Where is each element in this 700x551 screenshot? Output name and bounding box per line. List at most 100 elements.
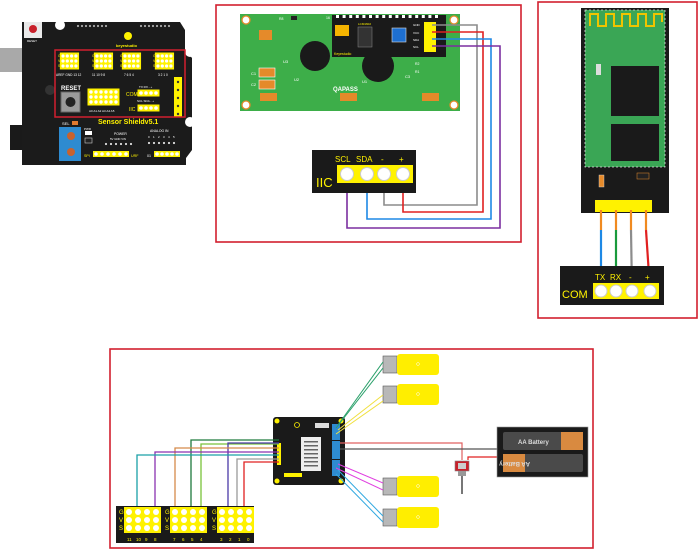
pad — [260, 93, 277, 101]
analog-header-pin — [109, 95, 113, 99]
driver-mount-hole — [274, 478, 280, 484]
gear-motor — [382, 507, 439, 528]
power-label: POWER — [114, 132, 127, 136]
bt-pin — [170, 152, 174, 156]
toggle-switch[interactable] — [454, 460, 470, 494]
motor-driver — [273, 417, 345, 485]
analog-header-pin — [104, 90, 108, 94]
spi-row — [93, 151, 129, 157]
iic-pin-socket — [396, 167, 410, 181]
lcd-pin-sda: SDA — [413, 38, 419, 42]
shield-header-3-pin — [160, 54, 164, 58]
analog-pin-label: 5 — [173, 135, 175, 139]
shield-header-1-pin — [104, 59, 108, 63]
motors — [382, 354, 439, 528]
analog-pin — [162, 141, 166, 145]
gvs-label: G — [165, 510, 170, 516]
bottom-header-pin — [237, 517, 243, 523]
lcd-frame — [215, 4, 522, 243]
heatsink-fin — [304, 449, 318, 451]
mount-hole — [185, 47, 195, 57]
com-pin-rx: RX — [610, 273, 622, 282]
power-pins-label: 5V GND VIN — [110, 137, 126, 141]
shield-header-3-pin — [165, 54, 169, 58]
analog-in-label: ANALOG IN — [150, 129, 169, 133]
lcd-pin — [415, 15, 419, 18]
power-pin — [129, 142, 133, 146]
label-c2: C2 — [251, 82, 257, 87]
motor-gearbox — [397, 384, 439, 405]
iic-shield-bg — [137, 104, 160, 112]
adapter-header — [424, 22, 436, 52]
sel-jumper[interactable] — [72, 121, 78, 125]
battery-cell-2-terminal — [503, 454, 525, 472]
bt-header-bg — [595, 200, 652, 212]
sel-label: SEL — [62, 121, 70, 126]
shield-header-1-pin — [99, 64, 103, 68]
com-pin-tx: TX — [595, 273, 606, 282]
label-c1: C1 — [251, 71, 257, 76]
power-terminal — [332, 441, 340, 459]
bottom-header-pin — [228, 525, 234, 531]
lcd-module: R8 U3 C1 C2 U2 U1 C3 R2 R1 QAPASS LCM160… — [240, 14, 460, 111]
reset-small-label: RESET — [27, 39, 37, 43]
lcd-pin — [342, 15, 346, 18]
power-pin — [114, 142, 118, 146]
power-pin — [109, 142, 113, 146]
lcd-mount-hole — [241, 15, 251, 25]
bt-pin — [155, 152, 159, 156]
iic-shield-pin — [144, 106, 148, 110]
analog-header-pin — [89, 95, 93, 99]
wire-scl — [346, 45, 501, 229]
shield-header-2-pin — [127, 59, 131, 63]
bottom-header-pin — [219, 525, 225, 531]
bottom-header-pin — [237, 509, 243, 515]
shield-header-3-pin — [165, 64, 169, 68]
driver-input-header — [277, 443, 281, 465]
com-pin — [154, 91, 158, 95]
gvs-label: S — [165, 526, 169, 532]
label-r2: R2 — [415, 62, 420, 66]
com-port — [137, 89, 160, 97]
bottom-pin-label: 8 — [154, 537, 157, 542]
chip-blob-u2 — [300, 41, 330, 71]
bottom-pin-label: 7 — [173, 537, 176, 542]
com-pin-socket — [625, 284, 639, 298]
shield-header-3-pin — [156, 54, 160, 58]
shield-header-1-pin — [95, 59, 99, 63]
analog-pin — [167, 141, 171, 145]
shield-title: Sensor Shieldv5.1 — [98, 119, 158, 126]
shield-header-1-bg — [93, 52, 114, 70]
iic-pin-socket — [360, 167, 374, 181]
mount-hole — [45, 85, 55, 95]
adapter-top-pins — [336, 15, 438, 18]
gvs-label: V — [92, 59, 95, 63]
bt-pin — [175, 152, 179, 156]
terminal-screw — [67, 148, 75, 156]
wire-m3a — [337, 463, 384, 484]
wire-vcc — [402, 31, 484, 213]
shield-header-2-bg — [121, 52, 142, 70]
pad — [340, 93, 357, 101]
shield-header-0-pin — [61, 64, 65, 68]
bottom-header-pin — [246, 517, 252, 523]
top-pin — [84, 24, 88, 28]
lcd-mount-hole — [241, 100, 251, 110]
power-pin — [119, 142, 123, 146]
shield-header-2-pin — [136, 64, 140, 68]
motor-can — [382, 355, 398, 374]
wire-d7 — [174, 447, 279, 528]
analog-header-pin — [94, 100, 98, 104]
gvs-label: G — [212, 510, 217, 516]
bluetooth-frame — [537, 1, 698, 319]
shield-header-1-pin — [99, 59, 103, 63]
lcd-pin — [369, 15, 372, 18]
power-pins — [104, 142, 133, 146]
bottom-pin-label: 6 — [182, 537, 185, 542]
iic-pin-minus: - — [381, 155, 384, 164]
shield-header-2-pin — [132, 64, 136, 68]
contrast-pot[interactable] — [391, 27, 407, 43]
gvs-label: G — [153, 54, 156, 58]
bt-pin — [165, 152, 169, 156]
